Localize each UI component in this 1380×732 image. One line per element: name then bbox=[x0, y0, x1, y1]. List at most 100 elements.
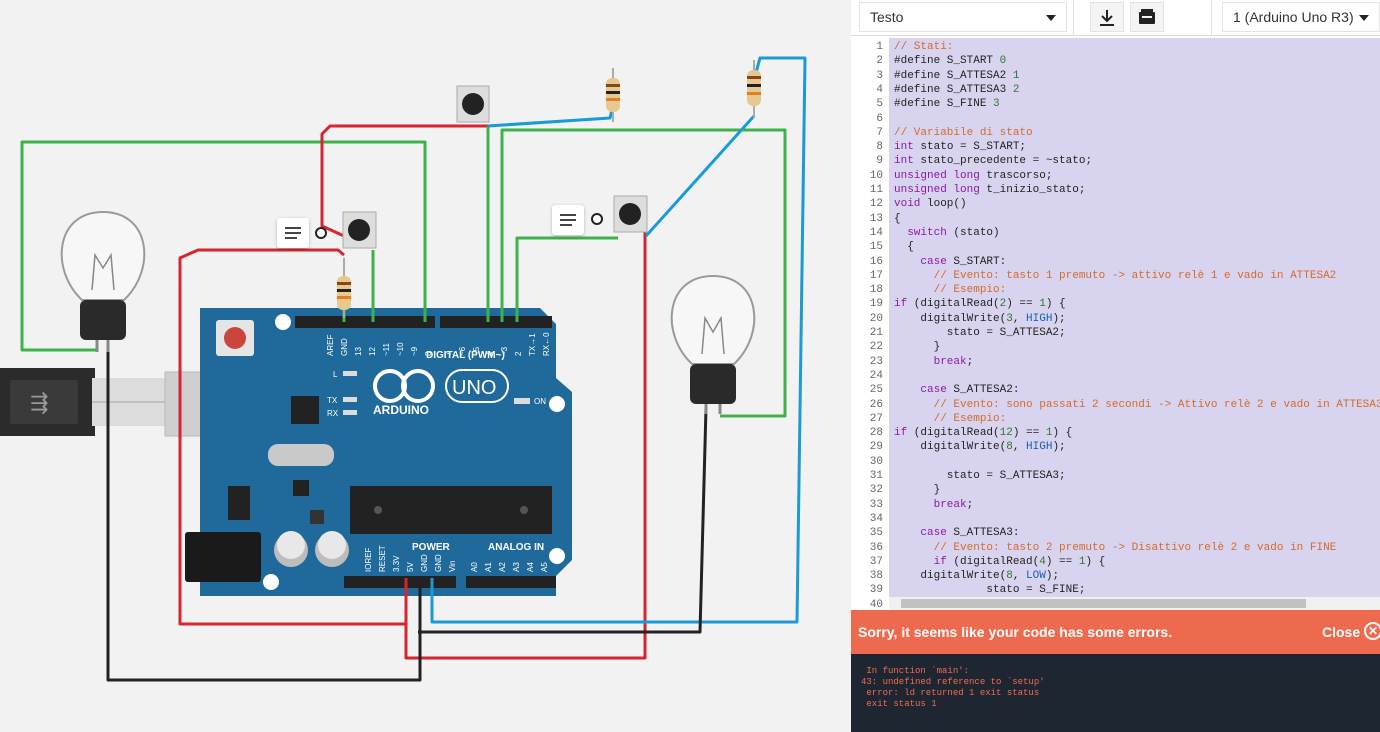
scrollbar-thumb[interactable] bbox=[901, 599, 1306, 608]
code-line[interactable]: #define S_ATTESA3 2 bbox=[894, 83, 1020, 96]
code-line[interactable]: // Evento: sono passati 2 secondi -> Att… bbox=[933, 398, 1380, 411]
circuit-canvas[interactable]: ⇶ bbox=[0, 0, 851, 732]
line-number: 3 bbox=[876, 69, 883, 82]
note-icon-button-1[interactable] bbox=[277, 218, 309, 248]
power-pin-label: RESET bbox=[378, 545, 387, 572]
usb-icon: ⇶ bbox=[30, 391, 48, 416]
note-icon-button-2[interactable] bbox=[552, 205, 584, 235]
digital-pin-label: 12 bbox=[368, 347, 377, 356]
power-header-label: POWER bbox=[412, 542, 451, 553]
line-number: 32 bbox=[869, 484, 883, 497]
analog-pin-label: A0 bbox=[470, 562, 479, 572]
code-line[interactable]: if (digitalRead(2) == 1) { bbox=[894, 298, 1066, 311]
error-banner: Sorry, it seems like your code has some … bbox=[851, 610, 1380, 654]
code-line[interactable]: } bbox=[894, 341, 941, 354]
line-number: 18 bbox=[869, 284, 883, 297]
code-line[interactable]: } bbox=[894, 484, 941, 497]
line-number: 12 bbox=[869, 198, 883, 211]
digital-header-label: DIGITAL (PWM~) bbox=[426, 350, 505, 361]
toolbar-divider-2 bbox=[1211, 0, 1212, 36]
code-line[interactable]: // Evento: tasto 1 premuto -> attivo rel… bbox=[933, 269, 1337, 282]
close-error-button[interactable]: Close bbox=[1322, 624, 1361, 640]
pushbutton-2[interactable] bbox=[456, 85, 490, 123]
note-anchor-2[interactable] bbox=[591, 213, 603, 225]
code-line[interactable]: #define S_FINE 3 bbox=[894, 98, 1000, 111]
code-line[interactable]: #define S_START 0 bbox=[894, 55, 1007, 68]
code-line[interactable]: // Esempio: bbox=[933, 412, 1007, 425]
power-pin-label: IOREF bbox=[364, 547, 373, 572]
power-pin-label: GND bbox=[420, 554, 429, 572]
code-line[interactable]: int stato_precedente = ~stato; bbox=[894, 155, 1093, 168]
light-bulb-right[interactable] bbox=[670, 274, 756, 414]
code-line[interactable]: // Esempio: bbox=[933, 284, 1007, 297]
code-line[interactable]: if (digitalRead(12) == 1) { bbox=[894, 427, 1073, 440]
analog-pin-label: A1 bbox=[484, 562, 493, 572]
analog-pin-label: A4 bbox=[526, 562, 535, 572]
code-line[interactable]: // Stati: bbox=[894, 41, 954, 53]
horizontal-scrollbar[interactable] bbox=[889, 597, 1380, 610]
digital-pin-label: 2 bbox=[514, 351, 523, 356]
line-number: 37 bbox=[869, 555, 883, 568]
code-line[interactable]: switch (stato) bbox=[907, 226, 1000, 239]
wire-black-left-bulb bbox=[106, 350, 422, 682]
code-line[interactable]: case S_ATTESA2: bbox=[920, 384, 1020, 397]
line-number: 10 bbox=[869, 169, 883, 182]
download-button[interactable] bbox=[1090, 2, 1124, 32]
line-number: 5 bbox=[876, 98, 883, 111]
code-line[interactable]: { bbox=[894, 212, 901, 225]
error-console: In function `main':43: undefined referen… bbox=[851, 654, 1380, 732]
wire-red-5v-right bbox=[404, 232, 647, 660]
code-line[interactable]: if (digitalRead(4) == 1) { bbox=[933, 555, 1106, 568]
digital-pin-label: GND bbox=[340, 338, 349, 356]
chevron-down-icon bbox=[1046, 15, 1056, 21]
library-button[interactable] bbox=[1130, 2, 1164, 32]
pushbutton-1[interactable] bbox=[342, 211, 377, 249]
code-line[interactable]: digitalWrite(8, LOW); bbox=[894, 570, 1060, 583]
line-number: 8 bbox=[876, 141, 883, 154]
code-line[interactable]: #define S_ATTESA2 1 bbox=[894, 69, 1020, 82]
arduino-board[interactable] bbox=[200, 308, 572, 596]
code-line[interactable]: int stato = S_START; bbox=[894, 141, 1027, 154]
power-jack bbox=[185, 532, 261, 582]
code-line[interactable]: { bbox=[894, 241, 914, 254]
code-line[interactable]: break; bbox=[933, 498, 974, 511]
digital-pin-label: ~10 bbox=[396, 342, 405, 356]
code-line[interactable]: case S_START: bbox=[920, 255, 1007, 268]
digital-pin-label: RX←0 bbox=[542, 332, 551, 356]
light-bulb-left[interactable] bbox=[60, 210, 146, 352]
code-line[interactable]: stato = S_FINE; bbox=[894, 584, 1086, 597]
resistor-1[interactable] bbox=[337, 258, 351, 318]
device-select[interactable]: 1 (Arduino Uno R3) bbox=[1222, 2, 1380, 32]
resistor-3[interactable] bbox=[747, 60, 761, 118]
code-mode-select[interactable]: Testo bbox=[859, 2, 1067, 32]
code-line[interactable]: break; bbox=[933, 355, 974, 368]
chevron-down-icon bbox=[1359, 15, 1369, 21]
wire-green-button3-pin2 bbox=[515, 236, 618, 322]
usb-cable[interactable] bbox=[0, 368, 167, 436]
code-line[interactable]: // Variabile di stato bbox=[894, 126, 1033, 139]
power-pin-label: 5V bbox=[406, 562, 415, 572]
digital-pin-label: 8 bbox=[424, 351, 433, 356]
line-number: 33 bbox=[869, 498, 883, 511]
close-icon[interactable]: ✕ bbox=[1364, 622, 1380, 640]
code-line[interactable]: unsigned long trascorso; bbox=[894, 169, 1053, 182]
code-line[interactable]: void loop() bbox=[894, 198, 967, 211]
analog-pin-label: A3 bbox=[512, 562, 521, 572]
resistor-2[interactable] bbox=[606, 68, 620, 122]
code-line[interactable]: case S_ATTESA3: bbox=[920, 527, 1020, 540]
line-number: 36 bbox=[869, 541, 883, 554]
code-line[interactable]: // Evento: tasto 2 premuto -> Disattivo … bbox=[933, 541, 1337, 554]
code-line[interactable]: stato = S_ATTESA3; bbox=[894, 470, 1066, 482]
pushbutton-3[interactable] bbox=[613, 195, 648, 233]
note-anchor-1[interactable] bbox=[315, 227, 327, 239]
code-line[interactable]: digitalWrite(3, HIGH); bbox=[894, 312, 1066, 325]
wire-black-right-bulb bbox=[418, 407, 708, 634]
line-number: 20 bbox=[869, 312, 883, 325]
code-line[interactable]: digitalWrite(8, HIGH); bbox=[894, 441, 1066, 454]
code-line[interactable]: unsigned long t_inizio_stato; bbox=[894, 184, 1086, 196]
error-message: Sorry, it seems like your code has some … bbox=[858, 624, 1173, 640]
code-line[interactable]: stato = S_ATTESA2; bbox=[894, 327, 1066, 339]
